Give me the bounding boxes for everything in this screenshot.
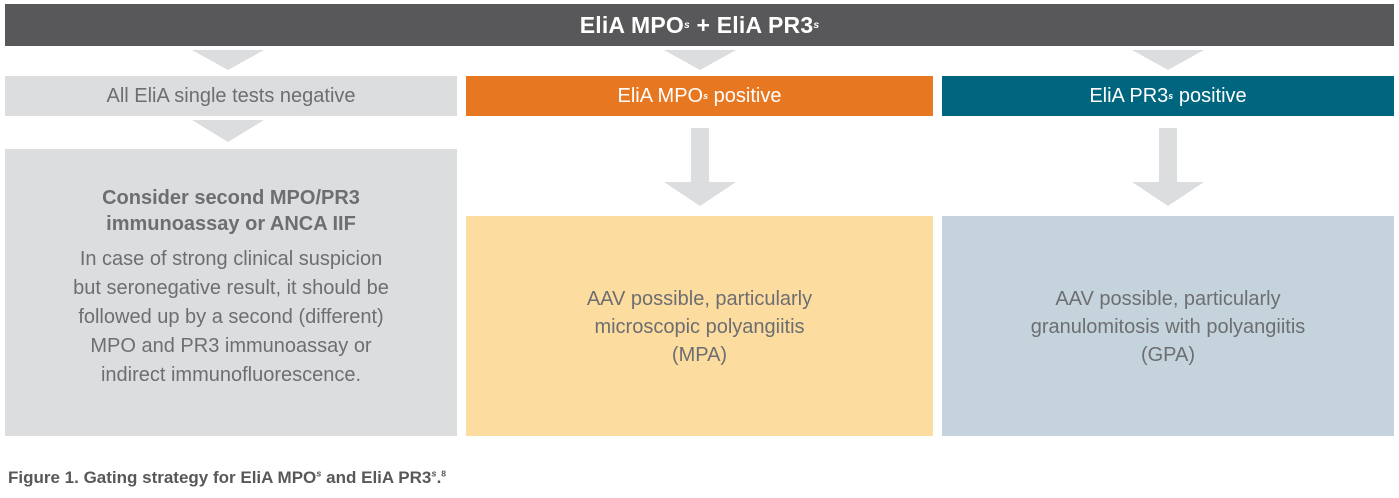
- caption-reference: 8: [441, 468, 447, 479]
- consider-body-line: MPO and PR3 immunoassay or: [90, 335, 372, 357]
- consider-body-line: followed up by a second (different): [78, 306, 384, 328]
- caption-text-c: .: [436, 468, 442, 487]
- pr3-suffix: positive: [1173, 84, 1247, 107]
- mpo-suffix: positive: [708, 84, 782, 107]
- gpa-result-line: (GPA): [1140, 344, 1196, 366]
- consider-title: Consider second MPO/PR3 immunoassay or A…: [27, 185, 435, 237]
- header-sup-a: s: [683, 19, 690, 31]
- gpa-result-line: AAV possible, particularly: [1055, 288, 1281, 310]
- caption-text-a: Figure 1. Gating strategy for EliA MPO: [8, 468, 317, 487]
- mpa-result-line: AAV possible, particularly: [586, 288, 813, 310]
- pr3-sup: s: [1168, 91, 1174, 101]
- figure-caption: Figure 1. Gating strategy for EliA MPOs …: [8, 468, 446, 488]
- arrow-mpo-to-result: [664, 128, 736, 206]
- consider-body-line: indirect immunofluorescence.: [100, 364, 362, 386]
- mpo-label: EliA MPO: [617, 84, 704, 107]
- mpa-result-text: AAV possible, particularly microscopic p…: [466, 285, 933, 369]
- mpa-result-line: microscopic polyangiitis: [594, 316, 805, 338]
- consider-second-assay-box: Consider second MPO/PR3 immunoassay or A…: [5, 149, 457, 436]
- gpa-result-text: AAV possible, particularly granulomitosi…: [942, 285, 1394, 369]
- header-text-a: EliA MPO: [579, 11, 684, 38]
- arrow-pr3-to-result: [1132, 128, 1204, 206]
- arrow-negative-to-consider: [192, 120, 264, 142]
- header-text-b: + EliA PR3: [689, 11, 814, 38]
- caption-sup-b: s: [431, 468, 437, 479]
- mpa-result-line: (MPA): [671, 344, 728, 366]
- consider-title-line1: Consider second MPO/PR3: [102, 187, 360, 209]
- consider-body: In case of strong clinical suspicion but…: [27, 245, 435, 390]
- arrow-header-to-negative: [192, 50, 264, 70]
- gpa-result-box: AAV possible, particularly granulomitosi…: [942, 216, 1394, 436]
- consider-body-line: In case of strong clinical suspicion: [79, 248, 383, 270]
- mpo-sup: s: [703, 91, 709, 101]
- consider-title-line2: immunoassay or ANCA IIF: [106, 213, 356, 235]
- negative-label: All EliA single tests negative: [106, 84, 356, 107]
- arrow-header-to-mpo: [664, 50, 736, 70]
- consider-body-line: but seronegative result, it should be: [73, 277, 389, 299]
- caption-text-b: and EliA PR3: [321, 468, 432, 487]
- header-sup-b: s: [813, 19, 820, 31]
- caption-sup-a: s: [316, 468, 322, 479]
- mpa-result-box: AAV possible, particularly microscopic p…: [466, 216, 933, 436]
- gpa-result-line: granulomitosis with polyangiitis: [1030, 316, 1306, 338]
- pr3-label: EliA PR3: [1089, 84, 1169, 107]
- negative-box: All EliA single tests negative: [5, 76, 457, 116]
- arrow-header-to-pr3: [1132, 50, 1204, 70]
